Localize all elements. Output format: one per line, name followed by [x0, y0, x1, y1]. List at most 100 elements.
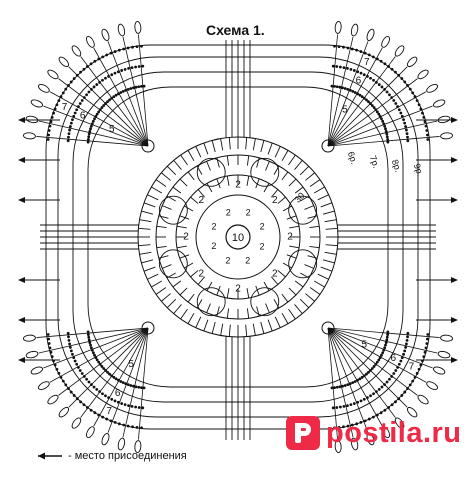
stitch-tick — [151, 186, 163, 194]
chain-dot — [406, 335, 409, 339]
chain-dot — [61, 91, 65, 95]
fan-spoke — [49, 327, 149, 383]
chain-dot — [424, 346, 428, 350]
chain-dot — [106, 100, 109, 104]
stitch-tick — [255, 178, 260, 189]
picot-loop — [134, 440, 142, 453]
stitch-tick — [309, 225, 320, 229]
chain-dot — [385, 338, 389, 342]
chain-dot — [383, 383, 386, 386]
chain-dot — [134, 85, 138, 89]
petal-scallop — [288, 195, 318, 225]
chain-dot — [338, 65, 342, 69]
chain-dot — [349, 67, 353, 71]
fan-spoke — [43, 327, 149, 369]
chain-dot — [113, 421, 117, 424]
chain-dot — [47, 129, 51, 132]
fan-spoke — [93, 47, 149, 147]
chain-dot — [404, 125, 408, 128]
stitch-tick — [274, 316, 281, 328]
stitch-tick — [324, 251, 337, 255]
stitch-tick — [187, 171, 195, 181]
stitch-tick — [220, 138, 224, 151]
chain-dot — [360, 95, 364, 99]
chain-dot — [126, 87, 130, 91]
chain-dot — [93, 59, 97, 63]
chain-dot — [359, 399, 363, 403]
chain-dot — [333, 84, 337, 88]
picot-loop — [406, 56, 418, 68]
chain-dot — [346, 66, 349, 70]
postila-logo-icon — [286, 416, 320, 450]
ring-label: 2 — [225, 255, 230, 265]
chain-dot — [71, 352, 74, 356]
picot-loop — [350, 437, 359, 451]
fan-spoke — [327, 91, 427, 147]
stitch-tick — [184, 262, 194, 269]
ring-label: 2 — [211, 241, 216, 251]
join-arrow-head — [18, 317, 25, 323]
chain-dot — [95, 112, 99, 116]
watermark[interactable]: postila.ru — [286, 416, 462, 450]
chain-dot — [351, 381, 355, 385]
chain-dot — [142, 84, 146, 88]
chain-dot — [408, 383, 412, 387]
join-arrow-head — [18, 277, 25, 283]
picot-loop — [440, 334, 453, 342]
join-arrow-head — [18, 157, 25, 163]
chain-dot — [73, 111, 77, 115]
stitch-tick — [305, 172, 315, 181]
stitch-tick — [320, 266, 333, 272]
fan-spoke — [68, 66, 149, 147]
picot-loop — [432, 99, 446, 108]
stitch-tick — [172, 280, 182, 288]
row-label: 9р. — [412, 162, 426, 177]
chain-dot — [119, 380, 123, 383]
stitch-tick — [179, 215, 190, 220]
chain-dot — [110, 397, 114, 401]
stitch-tick — [161, 293, 171, 302]
chain-dot — [385, 335, 389, 339]
chain-dot — [108, 98, 111, 102]
chain-dot — [396, 366, 400, 369]
chain-dot — [384, 127, 387, 131]
chain-dot — [89, 124, 93, 128]
chain-dot — [109, 419, 113, 423]
chain-dot — [377, 83, 381, 86]
chain-dot — [92, 385, 96, 389]
chain-dot — [341, 86, 344, 90]
chain-dot — [331, 64, 335, 68]
fan-spoke — [49, 91, 149, 147]
stitch-tick — [265, 161, 270, 171]
chain-dot — [377, 112, 381, 116]
stitch-tick — [294, 186, 304, 194]
stitch-tick — [141, 259, 154, 264]
chain-dot — [55, 367, 59, 371]
chain-dot — [109, 51, 113, 55]
chain-dot — [392, 372, 396, 375]
stitch-tick — [289, 245, 300, 249]
stitch-tick — [322, 210, 335, 215]
chain-dot — [338, 385, 342, 389]
center-ring — [225, 224, 251, 250]
chain-dot — [363, 51, 367, 55]
chain-dot — [105, 417, 109, 421]
stitch-tick — [179, 178, 188, 187]
chain-dot — [76, 105, 80, 108]
chain-dot — [413, 95, 417, 99]
fan-spoke — [36, 327, 149, 338]
picot-loop — [23, 334, 36, 342]
chain-dot — [127, 404, 130, 408]
chain-dot — [101, 415, 105, 419]
chain-dot — [424, 124, 428, 128]
chain-dot — [369, 394, 372, 398]
stitch-tick — [324, 219, 337, 223]
chain-dot — [399, 111, 403, 115]
stitch-tick — [277, 196, 286, 204]
chain-dot — [69, 349, 73, 353]
chain-dot — [400, 394, 404, 397]
ring-label: 2 — [272, 268, 278, 279]
picot-loop — [440, 132, 453, 140]
chain-dot — [390, 375, 394, 378]
stitch-tick — [267, 142, 273, 155]
